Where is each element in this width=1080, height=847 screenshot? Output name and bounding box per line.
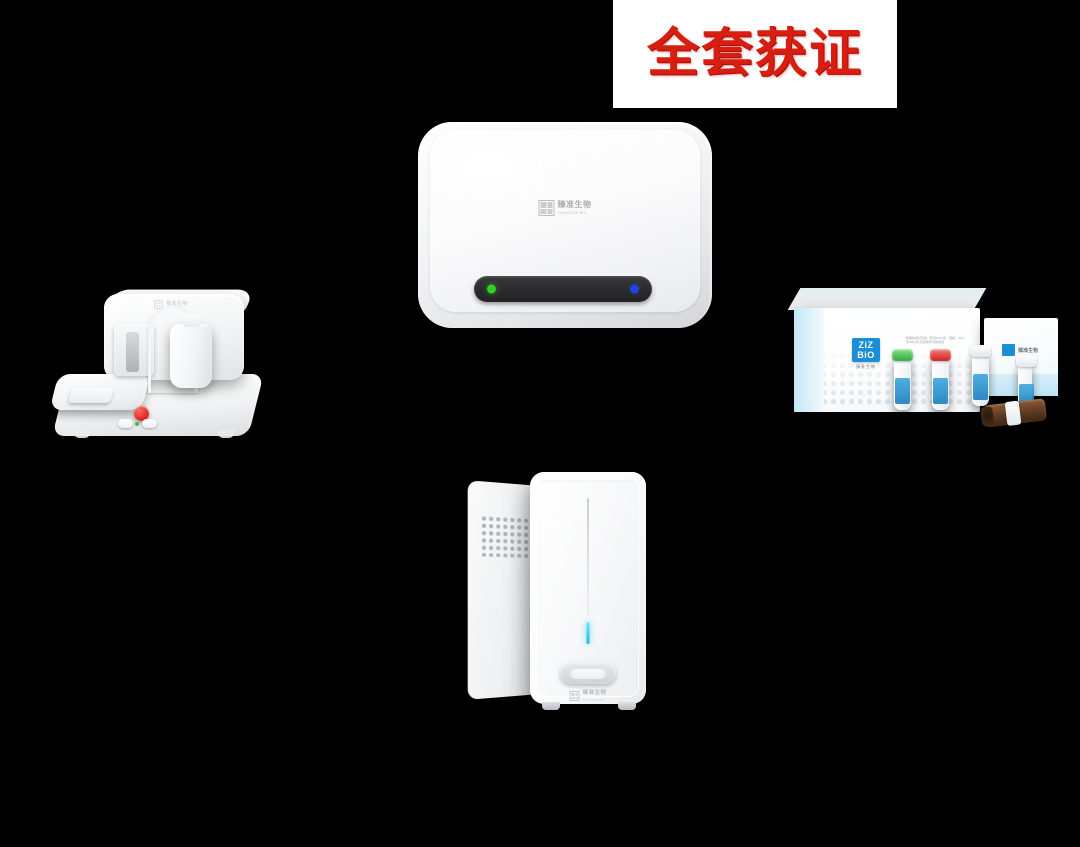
tower-vent-grille (480, 514, 529, 558)
tower-brand-logo: 臻准生物 ZHENZHUN BIO (569, 690, 606, 703)
product-tower-instrument: 臻准生物 ZHENZHUN BIO (467, 472, 654, 712)
analyzer-brand-en: ZHENZHUN BIO (557, 210, 587, 215)
tower-foot-right (618, 702, 636, 710)
reagent-vial-green-cap (892, 349, 913, 410)
vial-cap-green (892, 349, 913, 361)
analyzer-brand-logo: 臻准生物 ZHENZHUN BIO (538, 199, 592, 216)
kit-secondary-label: 臻准生物 (1018, 347, 1039, 354)
vial-cap-white (1016, 355, 1037, 367)
kit-logo-line2: BiO (857, 349, 875, 360)
workstation-function-button-left[interactable] (118, 419, 133, 428)
ziz-bio-square-logo: ZiZ BiO (852, 338, 880, 362)
workstation-reagent-bottle (170, 315, 212, 388)
workstation-status-led (135, 422, 139, 426)
kit-main-box: ZiZ BiO 臻准生物 核酸检测试剂盒（荧光PCR法） 规格：24人份/48人… (794, 308, 980, 412)
product-sample-prep-workstation: 臻准生物 (49, 278, 276, 450)
workstation-function-button-right[interactable] (142, 419, 157, 428)
kit-dna-pattern (802, 352, 978, 408)
ziz-bio-square-logo (1002, 344, 1015, 356)
tower-status-led (586, 622, 590, 644)
certification-banner: 全套获证 (613, 0, 897, 108)
amber-tube-label-band (1004, 400, 1022, 427)
vial-cap-white (970, 345, 991, 357)
ziz-bio-square-logo (569, 691, 580, 702)
ziz-bio-square-logo (154, 300, 163, 309)
ziz-bio-square-logo (538, 200, 555, 216)
product-reagent-kit: ZiZ BiO 臻准生物 核酸检测试剂盒（荧光PCR法） 规格：24人份/48人… (786, 288, 1072, 442)
tower-foot-left (542, 702, 560, 710)
tower-door-seam (587, 498, 589, 616)
status-led-blue (630, 284, 639, 294)
status-led-green (487, 284, 496, 294)
amber-sampling-tube (982, 398, 1048, 428)
workstation-pipette-post (114, 324, 154, 376)
tower-brand-text-group: 臻准生物 ZHENZHUN BIO (582, 690, 606, 703)
workstation-brand-logo: 臻准生物 (154, 300, 188, 309)
kit-box-top-face (787, 288, 987, 310)
analyzer-brand-text-group: 臻准生物 ZHENZHUN BIO (557, 199, 592, 216)
certification-banner-text: 全套获证 (646, 24, 863, 84)
analyzer-brand-cn: 臻准生物 (557, 199, 592, 209)
tower-front-panel: 臻准生物 ZHENZHUN BIO (530, 472, 646, 704)
analyzer-cartridge-slot[interactable] (474, 276, 652, 302)
kit-secondary-brand-logo: 臻准生物 (1002, 344, 1038, 356)
workstation-foot-right (218, 430, 234, 438)
vial-label (895, 378, 910, 404)
workstation-power-button[interactable] (134, 406, 149, 421)
product-digital-pcr-analyzer: 臻准生物 ZHENZHUN BIO (418, 122, 712, 328)
workstation-slide-cartridge[interactable] (67, 388, 115, 403)
reagent-vial-red-cap (930, 349, 951, 410)
vial-label (973, 374, 988, 400)
kit-logo-line1: ZiZ (858, 339, 874, 350)
workstation-foot-left (74, 430, 90, 438)
tower-brand-cn: 臻准生物 (582, 690, 607, 696)
tower-brand-en: ZHENZHUN BIO (582, 698, 606, 702)
reagent-vial-white-cap (970, 345, 991, 406)
kit-brand-logo: ZiZ BiO 臻准生物 (852, 338, 880, 370)
tower-door-handle[interactable] (560, 662, 616, 684)
workstation-brand-cn: 臻准生物 (166, 301, 189, 307)
kit-box-side-text: 核酸检测试剂盒（荧光PCR法） 规格：24人份/48人份 仅供体外诊断使用 (906, 336, 965, 344)
vial-cap-red (930, 349, 951, 361)
kit-logo-cn: 臻准生物 (856, 364, 876, 369)
vial-label (933, 378, 948, 404)
